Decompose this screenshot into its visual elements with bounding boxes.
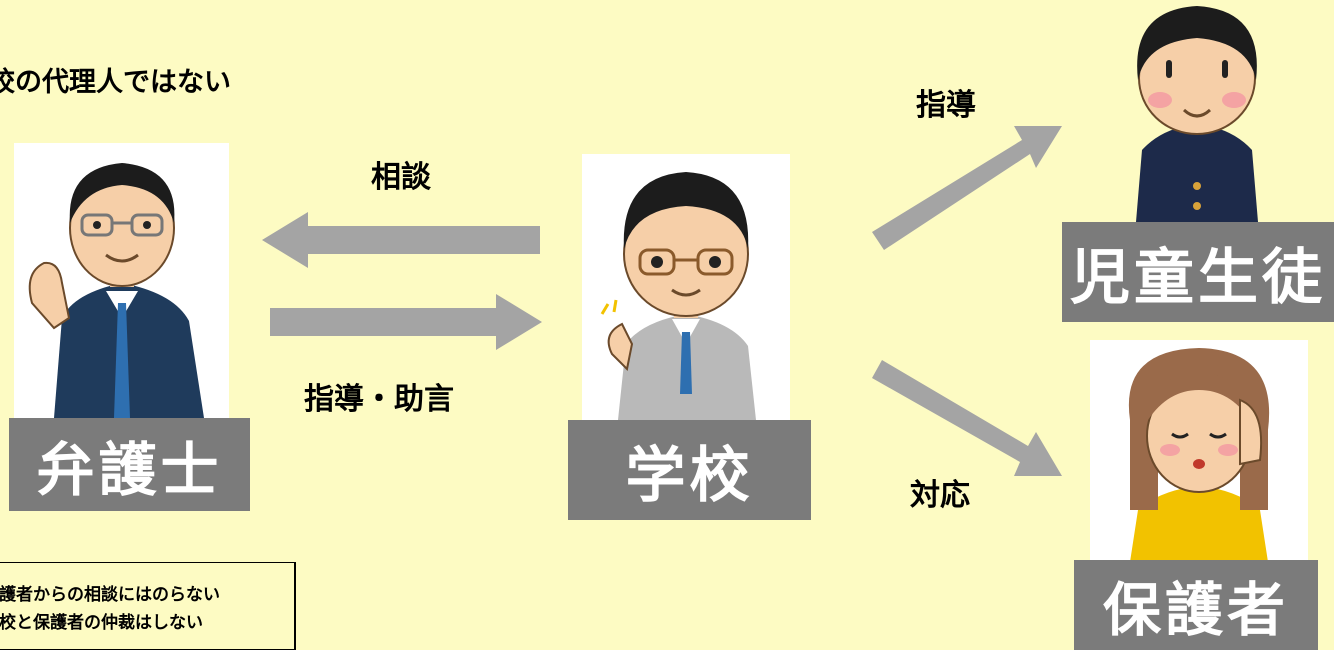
- advice-arrow: [270, 294, 542, 350]
- school-teacher-illustration: [582, 154, 790, 420]
- guidance-label: 指導: [916, 88, 976, 123]
- school-name: 学校: [625, 440, 754, 511]
- notes-box: 護者からの相談にはのらない 校と保護者の仲裁はしない: [0, 562, 296, 650]
- lawyer-illustration: [14, 143, 229, 418]
- student-name-box: 児童生徒: [1062, 222, 1334, 322]
- note-line-1: 護者からの相談にはのらない: [0, 585, 220, 605]
- guardian-name: 保護者: [1102, 576, 1289, 644]
- headline: 校の代理人ではない: [0, 67, 231, 98]
- student-name: 児童生徒: [1070, 242, 1326, 313]
- guardian-illustration: [1090, 340, 1308, 562]
- lawyer-name-box: 弁護士: [9, 418, 250, 511]
- note-line-2: 校と保護者の仲裁はしない: [0, 613, 203, 633]
- consult-arrow: [262, 212, 540, 268]
- student-illustration: [1122, 0, 1272, 222]
- response-label: 対応: [910, 478, 970, 513]
- guidance-arrow: [872, 126, 1062, 250]
- lawyer-name: 弁護士: [36, 435, 223, 504]
- consult-label: 相談: [371, 160, 431, 195]
- school-name-box: 学校: [568, 420, 811, 520]
- response-arrow: [872, 360, 1062, 476]
- guardian-name-box: 保護者: [1074, 560, 1318, 650]
- advice-label: 指導・助言: [304, 382, 454, 417]
